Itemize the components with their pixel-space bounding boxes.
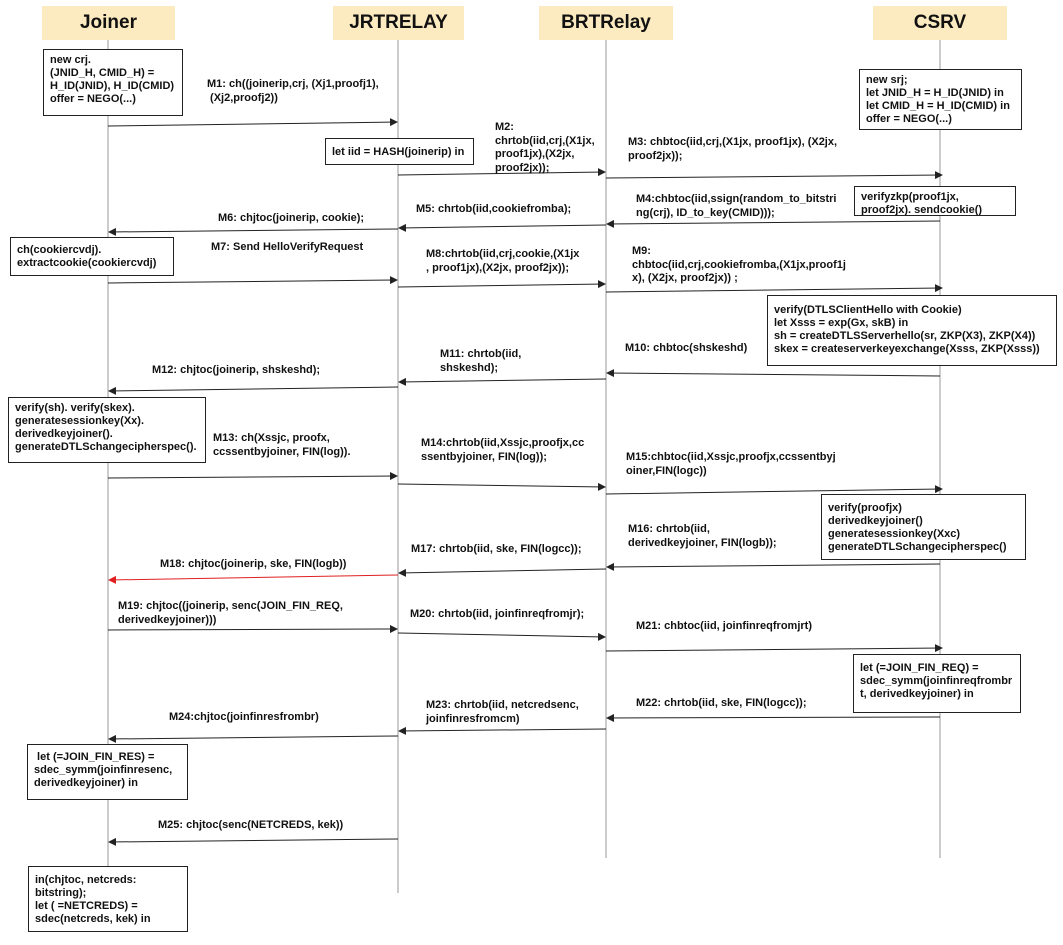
arrow-m19 <box>107 625 398 634</box>
arrow-m6 <box>108 227 399 236</box>
message-label-m7: M7: Send HelloVerifyRequest <box>211 241 364 253</box>
arrow-m14 <box>397 482 606 491</box>
message-label-m1: M1: ch((joinerip,crj, (Xj1,proofj1), (Xj… <box>207 78 379 104</box>
arrow-m11 <box>398 377 607 386</box>
arrow-m15 <box>605 485 943 495</box>
participant-joiner: Joiner <box>42 6 175 40</box>
participant-jrtrelay: JRTRELAY <box>333 6 464 40</box>
arrow-m18 <box>108 574 399 584</box>
arrow-m23 <box>398 726 607 735</box>
message-label-m19: M19: chjtoc((joinerip, senc(JOIN_FIN_REQ… <box>118 600 343 626</box>
message-label-m23: M23: chrtob(iid, netcredsenc, joinfinres… <box>426 699 579 725</box>
note-jrt-iid: let iid = HASH(joinerip) in <box>325 138 474 165</box>
note-csrv-verifyzkp: verifyzkp(proof1jx, proof2jx). sendcooki… <box>854 186 1016 216</box>
message-label-m9: M9: chbtoc(iid,crj,cookiefromba,(X1jx,pr… <box>632 245 846 284</box>
note-joiner-init: new crj. (JNID_H, CMID_H) = H_ID(JNID), … <box>43 49 183 116</box>
arrow-m7 <box>107 276 398 285</box>
message-label-m24: M24:chjtoc(joinfinresfrombr) <box>169 711 319 723</box>
participant-brtrelay: BRTRelay <box>539 6 673 40</box>
arrow-m3 <box>605 171 943 180</box>
message-label-m11: M11: chrtob(iid, shskeshd); <box>440 348 522 374</box>
message-label-m3: M3: chbtoc(iid,crj,(X1jx, proof1jx), (X2… <box>628 136 838 162</box>
arrow-m2 <box>397 168 606 177</box>
message-label-m25: M25: chjtoc(senc(NETCREDS, kek)) <box>158 819 344 831</box>
message-label-m4: M4:chbtoc(iid,ssign(random_to_bitstri ng… <box>636 193 837 219</box>
message-label-m6: M6: chjtoc(joinerip, cookie); <box>218 212 365 224</box>
message-label-m8: M8:chrtob(iid,crj,cookie,(X1jx , proof1j… <box>426 248 580 274</box>
arrow-m12 <box>108 386 399 395</box>
arrow-m20 <box>397 632 606 641</box>
arrow-m17 <box>398 568 607 577</box>
note-csrv-verify-proof: verify(proofjx) derivedkeyjoiner() gener… <box>821 494 1026 560</box>
arrow-m10 <box>606 369 941 378</box>
message-label-m20: M20: chrtob(iid, joinfinreqfromjr); <box>410 608 585 620</box>
message-label-m12: M12: chjtoc(joinerip, shskeshd); <box>152 364 321 376</box>
note-csrv-init: new srj; let JNID_H = H_ID(JNID) in let … <box>859 69 1022 130</box>
message-label-m17: M17: chrtob(iid, ske, FIN(logcc)); <box>411 543 582 555</box>
message-label-m22: M22: chrtob(iid, ske, FIN(logcc)); <box>636 697 807 709</box>
arrow-m25 <box>108 837 399 846</box>
arrow-m24 <box>108 734 399 743</box>
message-label-m13: M13: ch(Xssjc, proofx, ccssentbyjoiner, … <box>213 432 351 458</box>
message-label-m14: M14:chrtob(iid,Xssjc,proofjx,cc ssentbyj… <box>421 437 585 463</box>
arrow-m21 <box>605 644 943 653</box>
message-label-m18: M18: chjtoc(joinerip, ske, FIN(logb)) <box>160 558 347 570</box>
message-label-m10: M10: chbtoc(shskeshd) <box>625 342 748 354</box>
arrow-m1 <box>107 118 398 127</box>
note-joiner-cookie: ch(cookiercvdj). extractcookie(cookiercv… <box>10 237 174 276</box>
arrow-m5 <box>398 223 607 232</box>
message-label-m2: M2: chrtob(iid,crj,(X1jx, proof1jx),(X2j… <box>495 121 595 174</box>
note-csrv-verify-hello: verify(DTLSClientHello with Cookie) let … <box>767 295 1057 366</box>
note-joiner-netcreds: in(chjtoc, netcreds: bitstring); let ( =… <box>28 866 188 932</box>
message-label-m5: M5: chrtob(iid,cookiefromba); <box>416 203 572 215</box>
note-joiner-verify: verify(sh). verify(skex). generatesessio… <box>8 397 206 463</box>
arrow-m8 <box>397 280 606 289</box>
note-csrv-join-fin-req: let (=JOIN_FIN_REQ) = sdec_symm(joinfinr… <box>853 654 1021 713</box>
arrow-m4 <box>606 219 941 228</box>
message-label-m15: M15:chbtoc(iid,Xssjc,proofjx,ccssentbyj … <box>626 451 836 477</box>
participant-csrv: CSRV <box>873 6 1007 40</box>
arrow-m9 <box>605 284 943 293</box>
message-label-m16: M16: chrtob(iid, derivedkeyjoiner, FIN(l… <box>628 523 777 549</box>
arrow-m13 <box>107 472 398 481</box>
arrow-m16 <box>606 562 941 571</box>
note-joiner-join-fin-res: let (=JOIN_FIN_RES) = sdec_symm(joinfinr… <box>27 744 188 800</box>
message-label-m21: M21: chbtoc(iid, joinfinreqfromjrt) <box>636 620 812 632</box>
arrow-m22 <box>606 713 941 722</box>
